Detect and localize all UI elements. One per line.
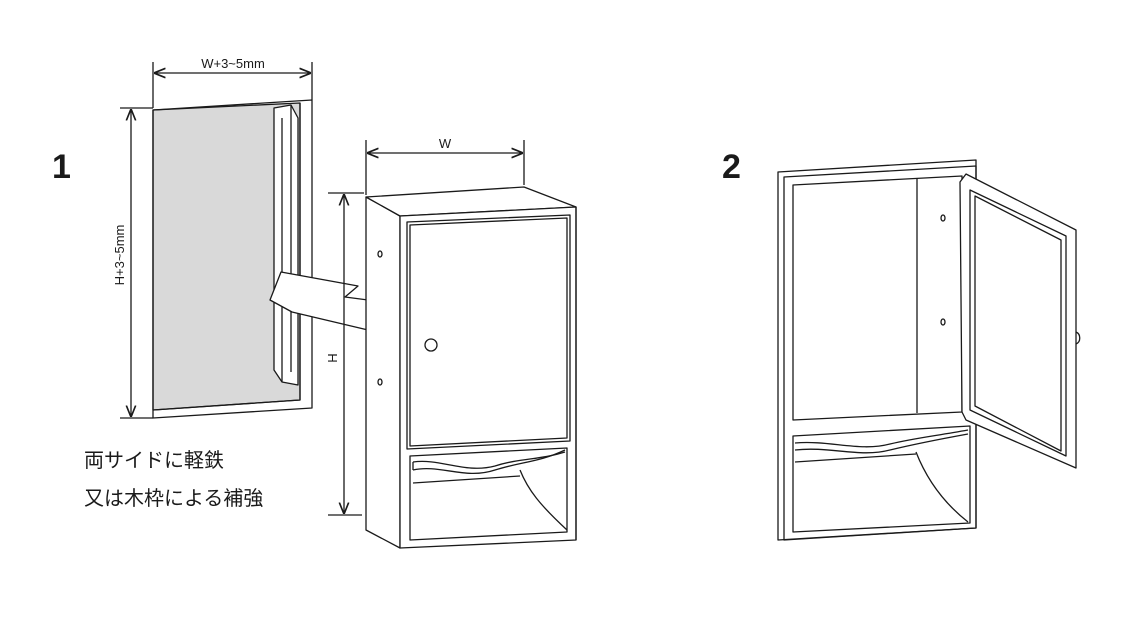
unit-front-flange xyxy=(399,206,577,549)
unit-height-label: H xyxy=(325,353,340,362)
installed-unit xyxy=(777,159,1081,541)
reinforcement-note-line1: 両サイドに軽鉄 xyxy=(84,448,224,472)
step-2-number: 2 xyxy=(722,148,741,186)
door-lock-icon-side xyxy=(1075,331,1081,345)
unit-width-dimension xyxy=(365,140,525,195)
opening-frame xyxy=(152,99,313,419)
unit-side-panel xyxy=(365,196,401,549)
opening-height-label: H+3~5mm xyxy=(112,225,127,286)
unit-door xyxy=(409,217,568,447)
opening-right-jamb xyxy=(152,103,301,411)
reinforcement-note-line2: 又は木枠による補強 xyxy=(84,486,264,510)
step-1-number: 1 xyxy=(52,148,71,186)
opening-width-dimension xyxy=(152,62,313,108)
towel-outlet xyxy=(409,447,568,541)
wall-opening xyxy=(152,99,313,419)
open-door xyxy=(959,173,1077,469)
opening-height-dimension xyxy=(120,107,153,419)
unit-width-label: W xyxy=(439,136,452,151)
door-lock-icon xyxy=(424,338,438,352)
installed-frame xyxy=(777,159,977,541)
reinforcement-stud xyxy=(273,104,299,386)
opening-width-label: W+3~5mm xyxy=(201,56,265,71)
unit-height-dimension xyxy=(328,192,364,516)
dispenser-unit xyxy=(365,186,577,549)
installed-towel-outlet xyxy=(792,425,971,533)
